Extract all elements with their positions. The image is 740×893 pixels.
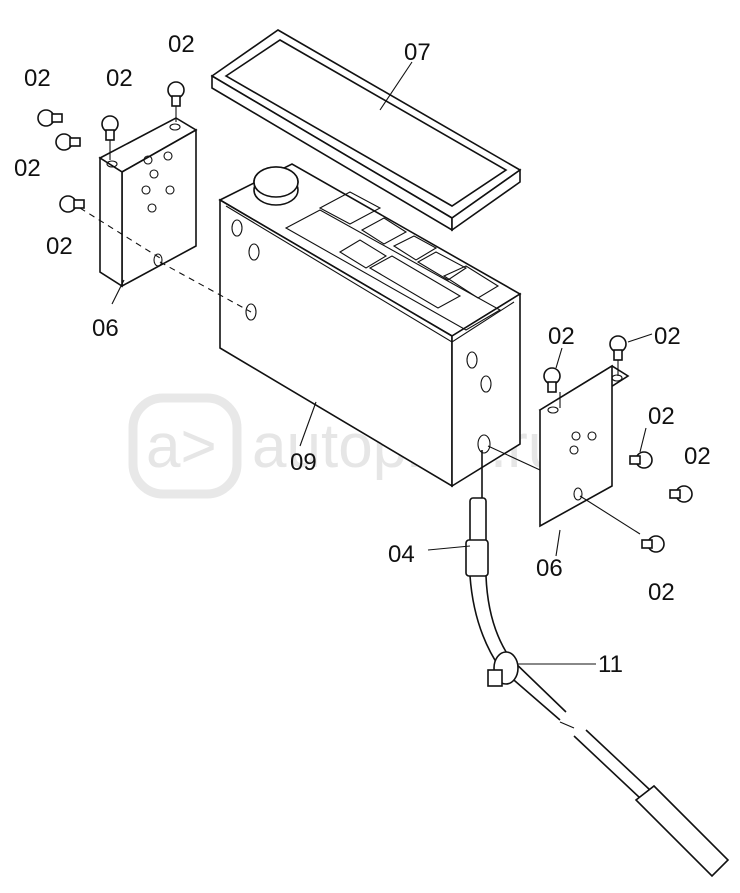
- callout-bolt-d: 02: [106, 65, 133, 92]
- callout-labels: 02 02 02 02 02 02 02 02 02 02 04 06 06 0…: [14, 31, 711, 678]
- leader-lines: [111, 61, 653, 665]
- bolt-icon: [37, 109, 63, 127]
- callout-bracket-left: 06: [92, 315, 119, 342]
- bolt-icon: [167, 81, 185, 107]
- callout-bolt-g: 02: [654, 323, 681, 350]
- callout-bracket-right: 06: [536, 555, 563, 582]
- callout-tank: 09: [290, 449, 317, 476]
- bolt-icon: [669, 485, 693, 503]
- cover-tray: [210, 29, 522, 232]
- bolts: [37, 81, 693, 553]
- callout-clamp: 11: [598, 651, 623, 678]
- bolt-icon: [543, 367, 561, 393]
- bolt-icon: [641, 535, 665, 553]
- callout-bolt-c: 02: [46, 233, 73, 260]
- bolt-icon: [101, 115, 119, 141]
- sensor-and-cable: [465, 450, 730, 878]
- callout-cover: 07: [404, 39, 431, 66]
- bolt-icon: [55, 133, 81, 151]
- callout-bolt-a: 02: [24, 65, 51, 92]
- callout-bolt-b: 02: [14, 155, 41, 182]
- callout-bolt-f: 02: [548, 323, 575, 350]
- bolt-icon: [609, 335, 627, 361]
- callout-bolt-h: 02: [648, 403, 675, 430]
- callout-bolt-i: 02: [684, 443, 711, 470]
- tank-body: [218, 163, 522, 488]
- bolt-icon: [59, 195, 85, 213]
- callout-sensor: 04: [388, 541, 415, 568]
- bracket-left: [98, 117, 198, 288]
- callout-bolt-e: 02: [168, 31, 195, 58]
- watermark-logo-glyph: a>: [146, 412, 217, 481]
- callout-bolt-j: 02: [648, 579, 675, 606]
- bracket-right: [538, 364, 630, 528]
- watermark-logo-icon: [128, 393, 242, 499]
- bolt-icon: [629, 451, 653, 469]
- assembly-lines: [79, 100, 641, 535]
